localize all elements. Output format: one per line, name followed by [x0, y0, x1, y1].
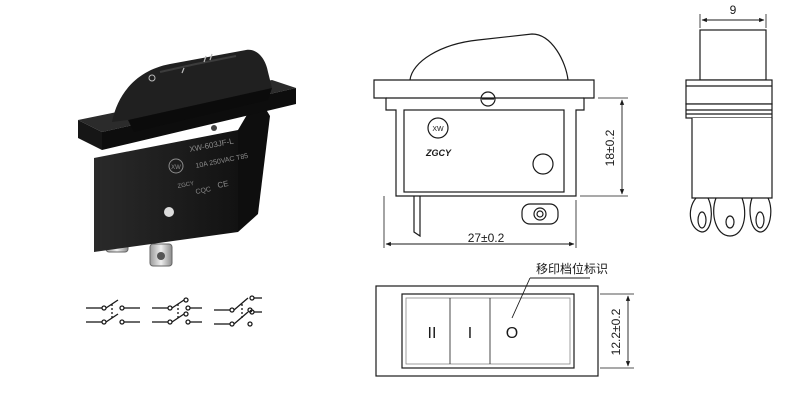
circuit-symbols — [86, 295, 262, 327]
product-render: XW-603JF-L 10A 250VAC T85 CE CQC XW ZGCY — [78, 49, 296, 267]
front-logo-text: XW — [432, 126, 444, 133]
circuit-symbol-3 — [214, 295, 262, 327]
terminal-middle — [149, 243, 173, 267]
logo-icon — [168, 158, 184, 174]
marking-callout: 移印档位标识 — [536, 261, 608, 276]
top-marking-ii: II — [428, 325, 437, 342]
brand-label: ZGCY — [177, 181, 195, 190]
logo-mark: XW — [171, 165, 181, 171]
top-view — [375, 277, 634, 377]
front-brand-text: ZGCY — [425, 148, 452, 158]
top-marking-o: O — [506, 325, 518, 342]
top-height-dim: 12.2±0.2 — [609, 308, 623, 355]
indicator-hole — [164, 207, 174, 217]
ce-mark: CE — [217, 179, 230, 190]
front-width-dim: 27±0.2 — [468, 231, 505, 245]
front-indicator-hole — [532, 153, 554, 175]
side-width-dim: 9 — [730, 3, 737, 17]
mount-hole — [211, 125, 217, 131]
circuit-symbol-2 — [152, 297, 202, 325]
side-view — [685, 14, 773, 237]
front-height-dim: 18±0.2 — [603, 129, 617, 166]
front-view: XW ZGCY — [373, 33, 628, 248]
front-logo-icon — [427, 117, 449, 139]
cqc-mark: CQC — [195, 186, 212, 196]
top-marking-i: I — [468, 325, 472, 342]
rocker-markings — [148, 53, 213, 82]
circuit-symbol-1 — [86, 299, 140, 325]
